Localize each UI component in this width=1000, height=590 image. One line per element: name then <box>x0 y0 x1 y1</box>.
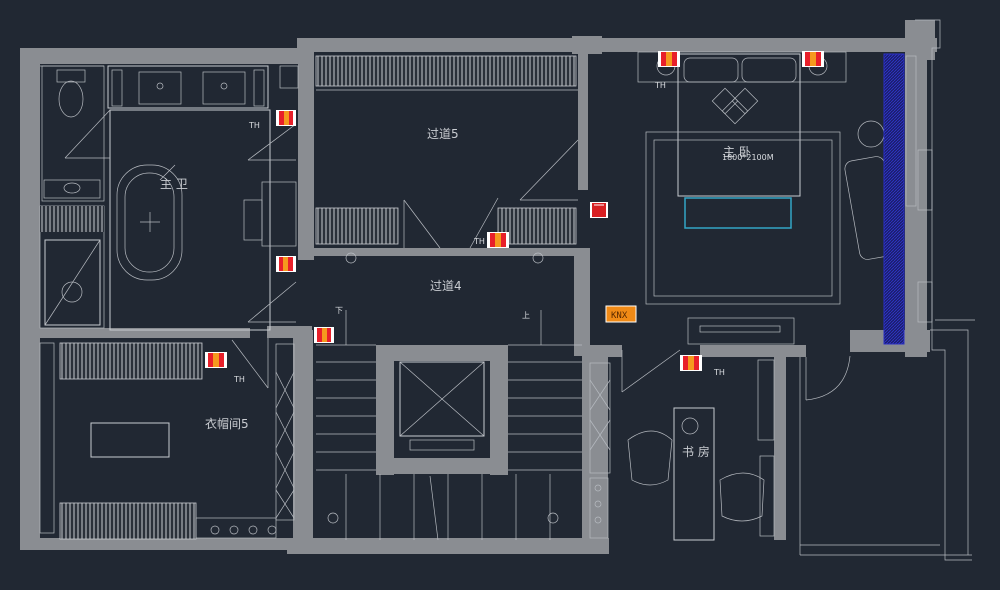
room-label-wardrobe: 衣帽间5 <box>205 416 249 431</box>
room-label-corridor-5: 过道5 <box>427 127 459 141</box>
study-room <box>589 349 851 541</box>
thermostats: TH TH <box>205 51 824 384</box>
stair-down-label: 下 <box>335 306 343 315</box>
room-label-corridor-4: 过道4 <box>430 279 462 293</box>
room-label-master-bedroom: 主 卧 <box>723 145 751 159</box>
exterior-outline <box>799 19 975 561</box>
master-bath <box>39 65 299 331</box>
thermostat-label: TH <box>473 237 485 246</box>
wardrobe-room <box>39 338 295 540</box>
stair-up-label: 上 <box>522 311 530 320</box>
knx-control-panel: KNX <box>605 305 637 323</box>
knx-label: KNX <box>611 311 628 321</box>
thermostat-label: TH <box>233 375 245 384</box>
thermostat-label: TH <box>713 368 725 377</box>
thermostat-label: TH <box>654 81 666 90</box>
thermostat-wardrobe <box>205 352 227 368</box>
thermostat-bath-2 <box>276 256 296 272</box>
room-label-master-bath: 主 卫 <box>160 177 188 191</box>
thermostat-bedroom-right <box>802 51 824 67</box>
thermostat-bedroom-left <box>658 51 680 67</box>
master-bedroom <box>637 51 917 345</box>
walls <box>20 20 937 554</box>
thermostat-study <box>680 355 702 371</box>
room-label-study: 书 房 <box>682 444 710 459</box>
corridor-4-stairs <box>316 310 582 541</box>
bed-size-label: 1800*2100M <box>722 153 774 162</box>
corridor-5 <box>315 55 579 264</box>
thermostat-corridor-4 <box>314 327 334 343</box>
thermostat-bath-1 <box>276 110 296 126</box>
thermostat-corridor-wall <box>590 202 608 218</box>
thermostat-label: TH <box>248 121 260 130</box>
thermostat-corridor-5 <box>487 232 509 248</box>
